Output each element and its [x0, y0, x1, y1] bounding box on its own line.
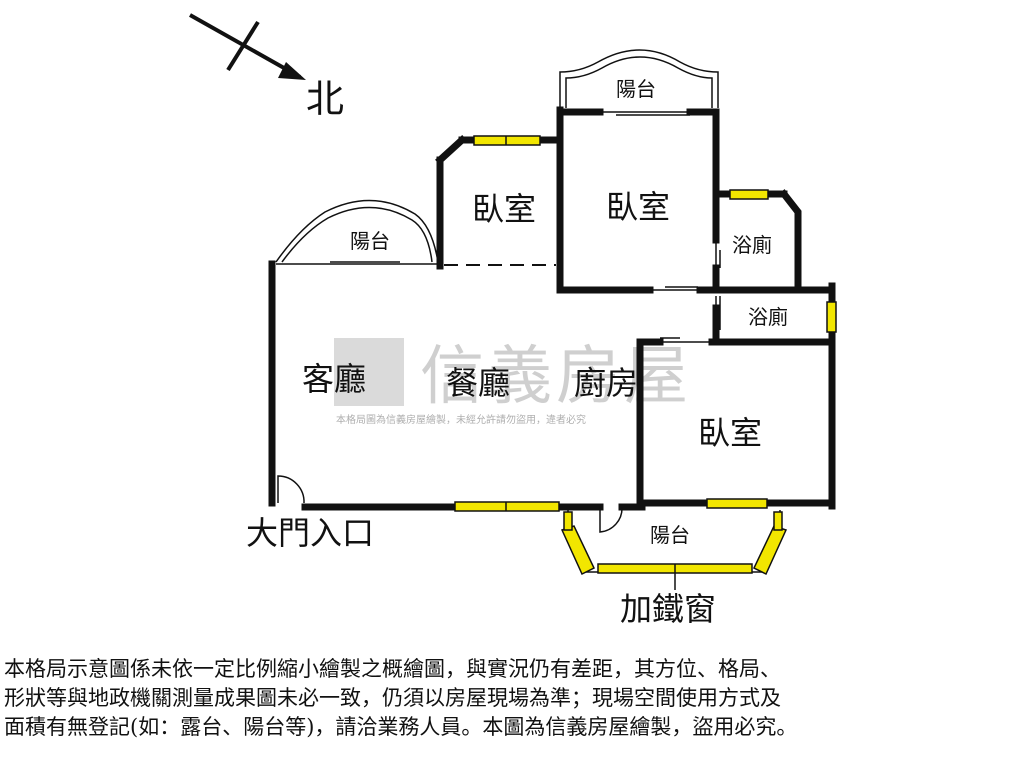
balcony-bottom-label: 陽台: [650, 523, 690, 547]
disclaimer: 本格局示意圖係未依一定比例縮小繪製之概繪圖，與實況仍有差距，其方位、格局、 形狀…: [4, 655, 1020, 742]
walls: [268, 106, 836, 511]
entrance-label: 大門入口: [246, 514, 374, 552]
disclaimer-line-3: 面積有無登記(如：露台、陽台等)，請洽業務人員。本圖為信義房屋繪製，盜用必究。: [4, 715, 798, 739]
floor-plan: 北 信義房屋 本格局圖為信義房屋繪製，未經允許請勿盜用，違者必究: [189, 13, 837, 628]
thin-lines: [275, 49, 781, 573]
disclaimer-line-2: 形狀等與地政機關測量成果圖未必一致，仍須以房屋現場為準；現場空間使用方式及: [4, 686, 781, 710]
watermark-logo: [334, 338, 404, 406]
balcony-top-left-label: 陽台: [350, 229, 390, 253]
dining-room-label: 餐廳: [446, 364, 510, 402]
bedroom-3-label: 臥室: [698, 414, 762, 452]
iron-window-label: 加鐵窗: [620, 590, 716, 628]
living-room-label: 客廳: [302, 360, 366, 398]
north-compass: 北: [189, 13, 344, 121]
north-label: 北: [306, 77, 344, 121]
bedroom-1-label: 臥室: [472, 190, 536, 228]
windows: [454, 135, 837, 590]
bathroom-1-label: 浴廁: [732, 233, 772, 257]
disclaimer-line-1: 本格局示意圖係未依一定比例縮小繪製之概繪圖，與實況仍有差距，其方位、格局、: [4, 657, 781, 681]
bathroom-2-label: 浴廁: [748, 305, 788, 329]
balcony-top-right-label: 陽台: [616, 77, 656, 101]
bedroom-2-label: 臥室: [606, 188, 670, 226]
kitchen-label: 廚房: [574, 364, 638, 402]
watermark-notice: 本格局圖為信義房屋繪製，未經允許請勿盜用，違者必究: [336, 413, 586, 426]
